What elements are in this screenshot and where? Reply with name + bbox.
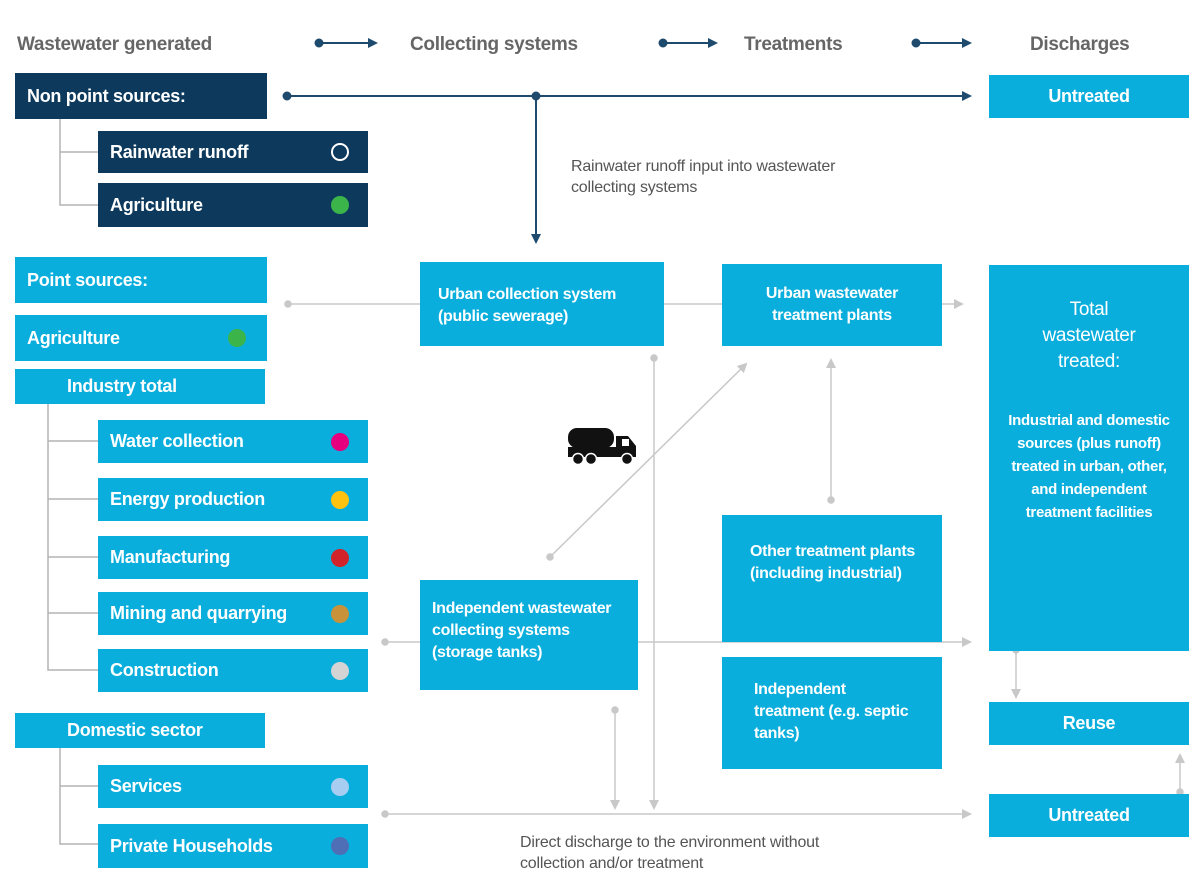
independent-treatment-box: Independent treatment (e.g. septic tanks… [722, 657, 942, 769]
independent-collecting-systems-box: Independent wastewater collecting system… [420, 580, 638, 690]
source-label: Agriculture [27, 327, 120, 348]
untreated-bottom-label: Untreated [1048, 805, 1130, 825]
construction-marker [331, 661, 349, 680]
source-services: Services [98, 765, 368, 808]
source-label: Mining and quarrying [110, 603, 287, 623]
point-sources-box: Point sources: [15, 257, 267, 303]
untreated-bottom-box: Untreated [989, 794, 1189, 837]
agriculture-marker [228, 329, 246, 347]
source-mining-and-quarrying: Mining and quarrying [98, 592, 368, 635]
total-treated-title: Total wastewater treated: [1042, 299, 1136, 372]
source-energy-production: Energy production [98, 478, 368, 521]
header-discharges: Discharges [1030, 34, 1130, 55]
mining-quarrying-marker [331, 604, 349, 623]
tanker-truck-icon [568, 428, 636, 466]
source-rainwater-runoff: Rainwater runoff [98, 131, 368, 173]
runoff-input-note: Rainwater runoff input into wastewater c… [571, 158, 836, 196]
water-collection-marker [331, 432, 349, 451]
source-non-point-agriculture: Agriculture [98, 183, 368, 227]
header-collecting-systems: Collecting systems [410, 34, 578, 55]
source-label: Agriculture [110, 194, 203, 215]
non-point-sources-box: Non point sources: [15, 73, 267, 119]
source-manufacturing: Manufacturing [98, 536, 368, 579]
urban-treatment-label: Urban wastewater treatment plants [765, 285, 899, 324]
independent-treatment-label: Independent treatment (e.g. septic tanks… [754, 681, 909, 742]
header-arrows [314, 38, 972, 48]
header-wastewater-generated: Wastewater generated [17, 34, 212, 55]
domestic-sector-box: Domestic sector [15, 713, 265, 748]
other-treatment-label: Other treatment plants (including indust… [750, 543, 915, 582]
source-point-agriculture: Agriculture [15, 315, 267, 361]
industry-total-box: Industry total [15, 369, 265, 404]
source-label: Energy production [110, 489, 265, 509]
industry-total-label: Industry total [67, 376, 177, 396]
source-label: Services [110, 776, 182, 796]
source-label: Private Households [110, 835, 273, 856]
manufacturing-marker [331, 548, 349, 567]
domestic-sector-label: Domestic sector [67, 720, 203, 740]
tree-lines [47, 119, 98, 845]
source-label: Manufacturing [110, 547, 231, 567]
direct-discharge-note: Direct discharge to the environment with… [520, 834, 820, 872]
source-label: Water collection [110, 431, 244, 451]
source-label: Construction [110, 660, 219, 680]
rainwater-runoff-marker [331, 143, 349, 161]
grey-flows [284, 299, 1185, 819]
urban-collection-system-box: Urban collection system (public sewerage… [420, 262, 664, 346]
untreated-top-box: Untreated [989, 75, 1189, 118]
services-marker [331, 777, 349, 796]
non-point-sources-label: Non point sources: [27, 85, 186, 106]
urban-treatment-plants-box: Urban wastewater treatment plants [722, 264, 942, 346]
other-treatment-plants-box: Other treatment plants (including indust… [722, 515, 942, 642]
source-private-households: Private Households [98, 824, 368, 868]
energy-production-marker [331, 490, 349, 509]
independent-collecting-label: Independent wastewater collecting system… [432, 600, 612, 661]
source-label: Rainwater runoff [110, 141, 249, 162]
agriculture-marker [331, 196, 349, 214]
total-wastewater-treated-box: Total wastewater treated: Industrial and… [989, 265, 1189, 651]
non-point-flow [282, 91, 972, 244]
header-treatments: Treatments [744, 34, 843, 55]
source-water-collection: Water collection [98, 420, 368, 463]
untreated-top-label: Untreated [1048, 86, 1130, 106]
reuse-label: Reuse [1062, 713, 1116, 733]
private-households-marker [331, 837, 349, 855]
total-treated-description: Industrial and domestic sources (plus ru… [1008, 412, 1170, 521]
point-sources-label: Point sources: [27, 269, 148, 290]
source-construction: Construction [98, 649, 368, 692]
reuse-box: Reuse [989, 702, 1189, 745]
urban-collection-label: Urban collection system (public sewerage… [438, 286, 617, 325]
